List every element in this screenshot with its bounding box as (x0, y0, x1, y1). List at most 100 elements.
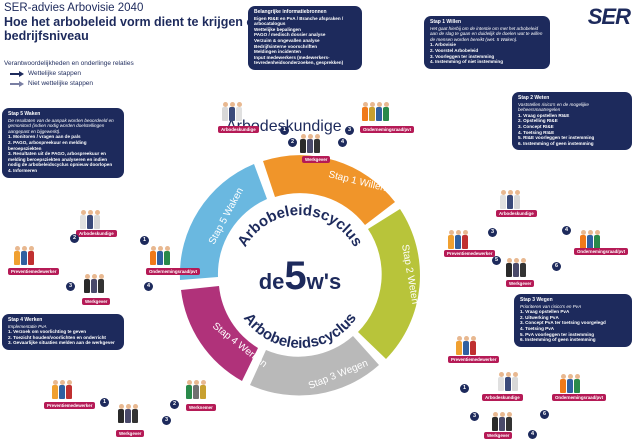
person-icon (193, 380, 199, 399)
step5-number-1: 1 (140, 236, 149, 245)
step3-bubble-title: Stap 3 Wegen (520, 297, 553, 303)
person-icon (314, 134, 320, 153)
people-group-step5-bottom (84, 274, 104, 293)
step5-number-3: 3 (66, 282, 75, 291)
person-icon (462, 230, 468, 249)
list-item: 3. Resultaten uit de PAGO, arbospreekuur… (8, 151, 113, 168)
person-icon (506, 412, 512, 431)
people-group-step2-top (500, 190, 520, 209)
person-icon (514, 190, 520, 209)
person-icon (98, 274, 104, 293)
person-icon (376, 102, 382, 121)
list-item: 2. Opstelling RI&E (518, 118, 558, 124)
person-icon (500, 190, 506, 209)
person-icon (498, 372, 504, 391)
person-icon (492, 412, 498, 431)
people-group-step2-right (580, 230, 600, 249)
person-icon (222, 102, 228, 121)
step3-number-3: 3 (470, 412, 479, 421)
step3-bubble-intro: Prioriteren van risico's en PvA (520, 303, 582, 309)
person-icon (186, 380, 192, 399)
people-group-step3-right (560, 374, 580, 393)
step3-number-6: 6 (540, 410, 549, 419)
list-item: Verzuim & ongevallen analyse (254, 37, 320, 43)
person-icon (580, 230, 586, 249)
segment-step2 (358, 209, 420, 359)
person-icon (150, 246, 156, 265)
person-icon (463, 336, 469, 355)
person-icon (505, 372, 511, 391)
list-item: 2. PAGO, arbospreekuur en melding beroep… (8, 139, 87, 151)
step4-bubble-title: Stap 4 Werken (8, 317, 43, 323)
segment-step5 (179, 164, 267, 280)
role-preventiemedewerker-step3: Preventiemedewerker (448, 356, 500, 363)
legend-label: Wettelijke stappen (28, 70, 81, 77)
step2-number-5: 5 (492, 256, 501, 265)
role-werkgever-step4: Werkgever (116, 430, 145, 437)
person-icon (236, 102, 242, 121)
arrow-icon (10, 70, 24, 77)
step2-number-4: 4 (562, 226, 571, 235)
people-group-step4-bottom (118, 404, 138, 423)
person-icon (369, 102, 375, 121)
cycle-center (222, 197, 378, 353)
role-werkgever-step5: Werkgever (82, 298, 111, 305)
person-icon (66, 380, 72, 399)
list-item: 6. Instemming of geen instemming (518, 140, 594, 146)
role-preventiemedewerker-step5: Preventiemedewerker (8, 268, 60, 275)
people-group-step1-left (222, 102, 242, 121)
step4-number-3: 3 (162, 416, 171, 425)
person-icon (448, 230, 454, 249)
list-item: 2. Voorstel Arbobeleid (430, 47, 479, 53)
people-group-step4-left (52, 380, 72, 399)
person-icon (28, 246, 34, 265)
person-icon (164, 246, 170, 265)
person-icon (118, 404, 124, 423)
role-ondernemingsraad-step5: Ondernemingsraad/pvt (146, 268, 201, 275)
step4-bubble-intro: Implementatie PvA (8, 323, 47, 329)
list-item: 1. Vraag opstellen PvA (520, 309, 570, 315)
people-group-step4-right (186, 380, 206, 399)
person-icon (513, 258, 519, 277)
step1-number-4: 4 (338, 138, 347, 147)
person-icon (132, 404, 138, 423)
role-werknemer-step4: Werknemer (186, 404, 216, 411)
people-group-step2-bottom (506, 258, 526, 277)
step1-bubble: Stap 1 Willen Het gaat hierbij om de int… (424, 16, 550, 69)
step4-number-1: 1 (100, 398, 109, 407)
step5-bubble: Stap 5 Waken De resultaten van de aanpak… (2, 108, 124, 178)
person-icon (52, 380, 58, 399)
list-item: Bedrijfsinterne voorschriften (254, 43, 318, 49)
center-suffix: w's (306, 269, 342, 294)
list-item: 3. Voorleggen ter instemming (430, 53, 495, 59)
info-bubble-title: Belangrijke informatiebronnen (254, 9, 327, 15)
list-item: 5. RI&E voorleggen ter instemming (518, 135, 595, 141)
step3-number-1: 1 (460, 384, 469, 393)
person-icon (200, 380, 206, 399)
person-icon (507, 190, 513, 209)
list-item: Input medewerkers (medewerkers-tevredenh… (254, 54, 344, 66)
list-item: 1. Arbovisie (430, 42, 456, 48)
role-arbodeskundige-step1: Arbodeskundige (218, 126, 259, 133)
step1-bubble-intro: Het gaat hierbij om de intentie om met h… (430, 25, 543, 42)
center-number: 5 (284, 254, 306, 298)
person-icon (456, 336, 462, 355)
legend-item-legal: Wettelijke stappen (10, 70, 81, 77)
list-item: Wettelijke bepalingen (254, 26, 301, 32)
person-icon (84, 274, 90, 293)
list-item: 3. Concept RI&E (518, 123, 554, 129)
list-item: 2. Uitwerking PvA (520, 314, 559, 320)
step1-number-2: 2 (288, 138, 297, 147)
people-group-step1-center (300, 134, 320, 153)
page-title: Hoe het arbobeleid vorm dient te krijgen… (4, 15, 262, 43)
role-preventiemedewerker-step4: Preventiemedewerker (44, 402, 96, 409)
step2-bubble-title: Stap 2 Weten (518, 95, 550, 101)
legend-label: Niet wettelijke stappen (28, 80, 94, 87)
role-preventiemedewerker-step2: Preventiemedewerker (444, 250, 496, 257)
role-arbodeskundige-step5: Arbodeskundige (76, 230, 117, 237)
center-prefix: de (259, 269, 285, 294)
ser-logo: SER (587, 4, 631, 29)
step1-bubble-title: Stap 1 Willen (430, 19, 462, 25)
cycle-diagram: Arbobeleidscyclus Arbobeleidscyclus de5w… (179, 155, 420, 396)
list-item: 3. Gevaarlijke situaties melden aan de w… (8, 340, 115, 346)
